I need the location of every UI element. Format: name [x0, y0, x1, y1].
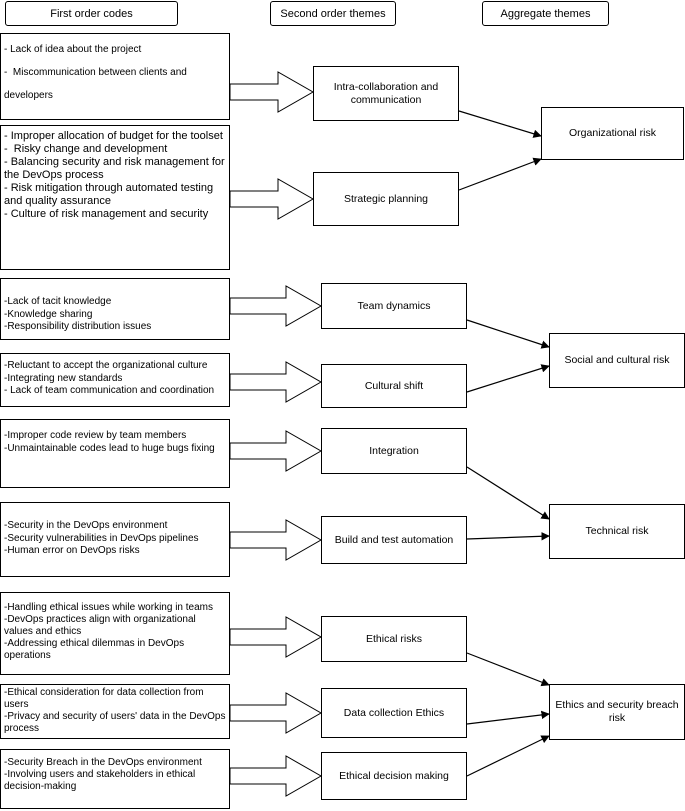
code-item: -Improper code review by team members: [4, 430, 187, 441]
code-item: -Handling ethical issues while working i…: [4, 602, 213, 613]
block-arrow: [229, 178, 315, 220]
aggregate-ethics-security-breach-risk: Ethics and security breach risk: [549, 684, 685, 740]
code-box-4: -Reluctant to accept the organizational …: [0, 353, 230, 407]
code-item: -Ethical consideration for data collecti…: [4, 687, 207, 710]
block-arrow: [229, 361, 323, 403]
link-arrow: [466, 735, 550, 777]
block-arrow: [229, 285, 323, 327]
code-item: -DevOps practices align with organizatio…: [4, 614, 199, 637]
theme-team-dynamics: Team dynamics: [321, 283, 467, 329]
block-arrow: [229, 430, 323, 472]
code-item: - Improper allocation of budget for the …: [4, 130, 223, 142]
header-aggregate-themes: Aggregate themes: [482, 1, 609, 26]
link-arrow: [466, 710, 550, 725]
code-box-5: -Improper code review by team members -U…: [0, 419, 230, 488]
code-box-1: - Lack of idea about the project - Misco…: [0, 33, 230, 120]
theme-strategic-planning: Strategic planning: [313, 172, 459, 226]
theme-integration: Integration: [321, 428, 467, 474]
code-item: -Knowledge sharing: [4, 308, 93, 320]
aggregate-organizational-risk: Organizational risk: [541, 107, 684, 160]
link-arrow: [466, 319, 550, 349]
code-item: -Lack of tacit knowledge: [4, 296, 112, 307]
link-arrow: [466, 466, 550, 520]
theme-cultural-shift: Cultural shift: [321, 364, 467, 408]
code-item: - Risk mitigation through automated test…: [4, 182, 217, 207]
code-item: -Security vulnerabilities in DevOps pipe…: [4, 532, 199, 544]
code-item: -Unmaintainable codes lead to huge bugs …: [4, 442, 215, 454]
theme-intra-collaboration: Intra-collaboration and communication: [313, 66, 459, 121]
link-arrow: [458, 157, 542, 191]
link-arrow: [458, 110, 542, 138]
code-item: - Lack of idea about the project: [4, 44, 142, 55]
block-arrow: [229, 71, 315, 113]
link-arrow: [466, 532, 550, 541]
block-arrow: [229, 616, 323, 658]
code-item: - Culture of risk management and securit…: [4, 208, 209, 220]
theme-build-test-automation: Build and test automation: [321, 516, 467, 564]
code-item: - Risky change and development: [4, 143, 168, 155]
aggregate-social-cultural-risk: Social and cultural risk: [549, 333, 685, 388]
code-item: -Reluctant to accept the organizational …: [4, 360, 208, 371]
header-first-order-codes: First order codes: [5, 1, 178, 26]
code-box-6: -Security in the DevOps environment -Sec…: [0, 502, 230, 577]
link-arrow: [466, 652, 550, 687]
block-arrow: [229, 692, 323, 734]
theme-data-collection-ethics: Data collection Ethics: [321, 688, 467, 738]
block-arrow: [229, 519, 323, 561]
code-box-8: -Ethical consideration for data collecti…: [0, 684, 230, 739]
code-item: -Security Breach in the DevOps environme…: [4, 757, 202, 768]
code-item: -Responsibility distribution issues: [4, 321, 152, 332]
code-box-2: - Improper allocation of budget for the …: [0, 125, 230, 270]
code-item: -Security in the DevOps environment: [4, 520, 168, 531]
code-box-9: -Security Breach in the DevOps environme…: [0, 749, 230, 809]
code-item: - Balancing security and risk management…: [4, 156, 228, 181]
code-box-3: -Lack of tacit knowledge -Knowledge shar…: [0, 278, 230, 340]
header-second-order-themes: Second order themes: [270, 1, 396, 26]
code-item: -Involving users and stakeholders in eth…: [4, 769, 198, 792]
code-item: - Miscommunication between clients and d…: [4, 67, 190, 101]
code-box-7: -Handling ethical issues while working i…: [0, 592, 230, 675]
code-item: -Integrating new standards: [4, 372, 123, 384]
theme-ethical-decision-making: Ethical decision making: [321, 752, 467, 800]
theme-ethical-risks: Ethical risks: [321, 616, 467, 662]
code-item: - Lack of team communication and coordin…: [4, 385, 215, 396]
link-arrow: [466, 364, 550, 393]
code-item: -Addressing ethical dilemmas in DevOps o…: [4, 638, 187, 661]
code-item: -Privacy and security of users' data in …: [4, 711, 229, 734]
block-arrow: [229, 755, 323, 797]
code-item: -Human error on DevOps risks: [4, 545, 140, 556]
aggregate-technical-risk: Technical risk: [549, 504, 685, 559]
